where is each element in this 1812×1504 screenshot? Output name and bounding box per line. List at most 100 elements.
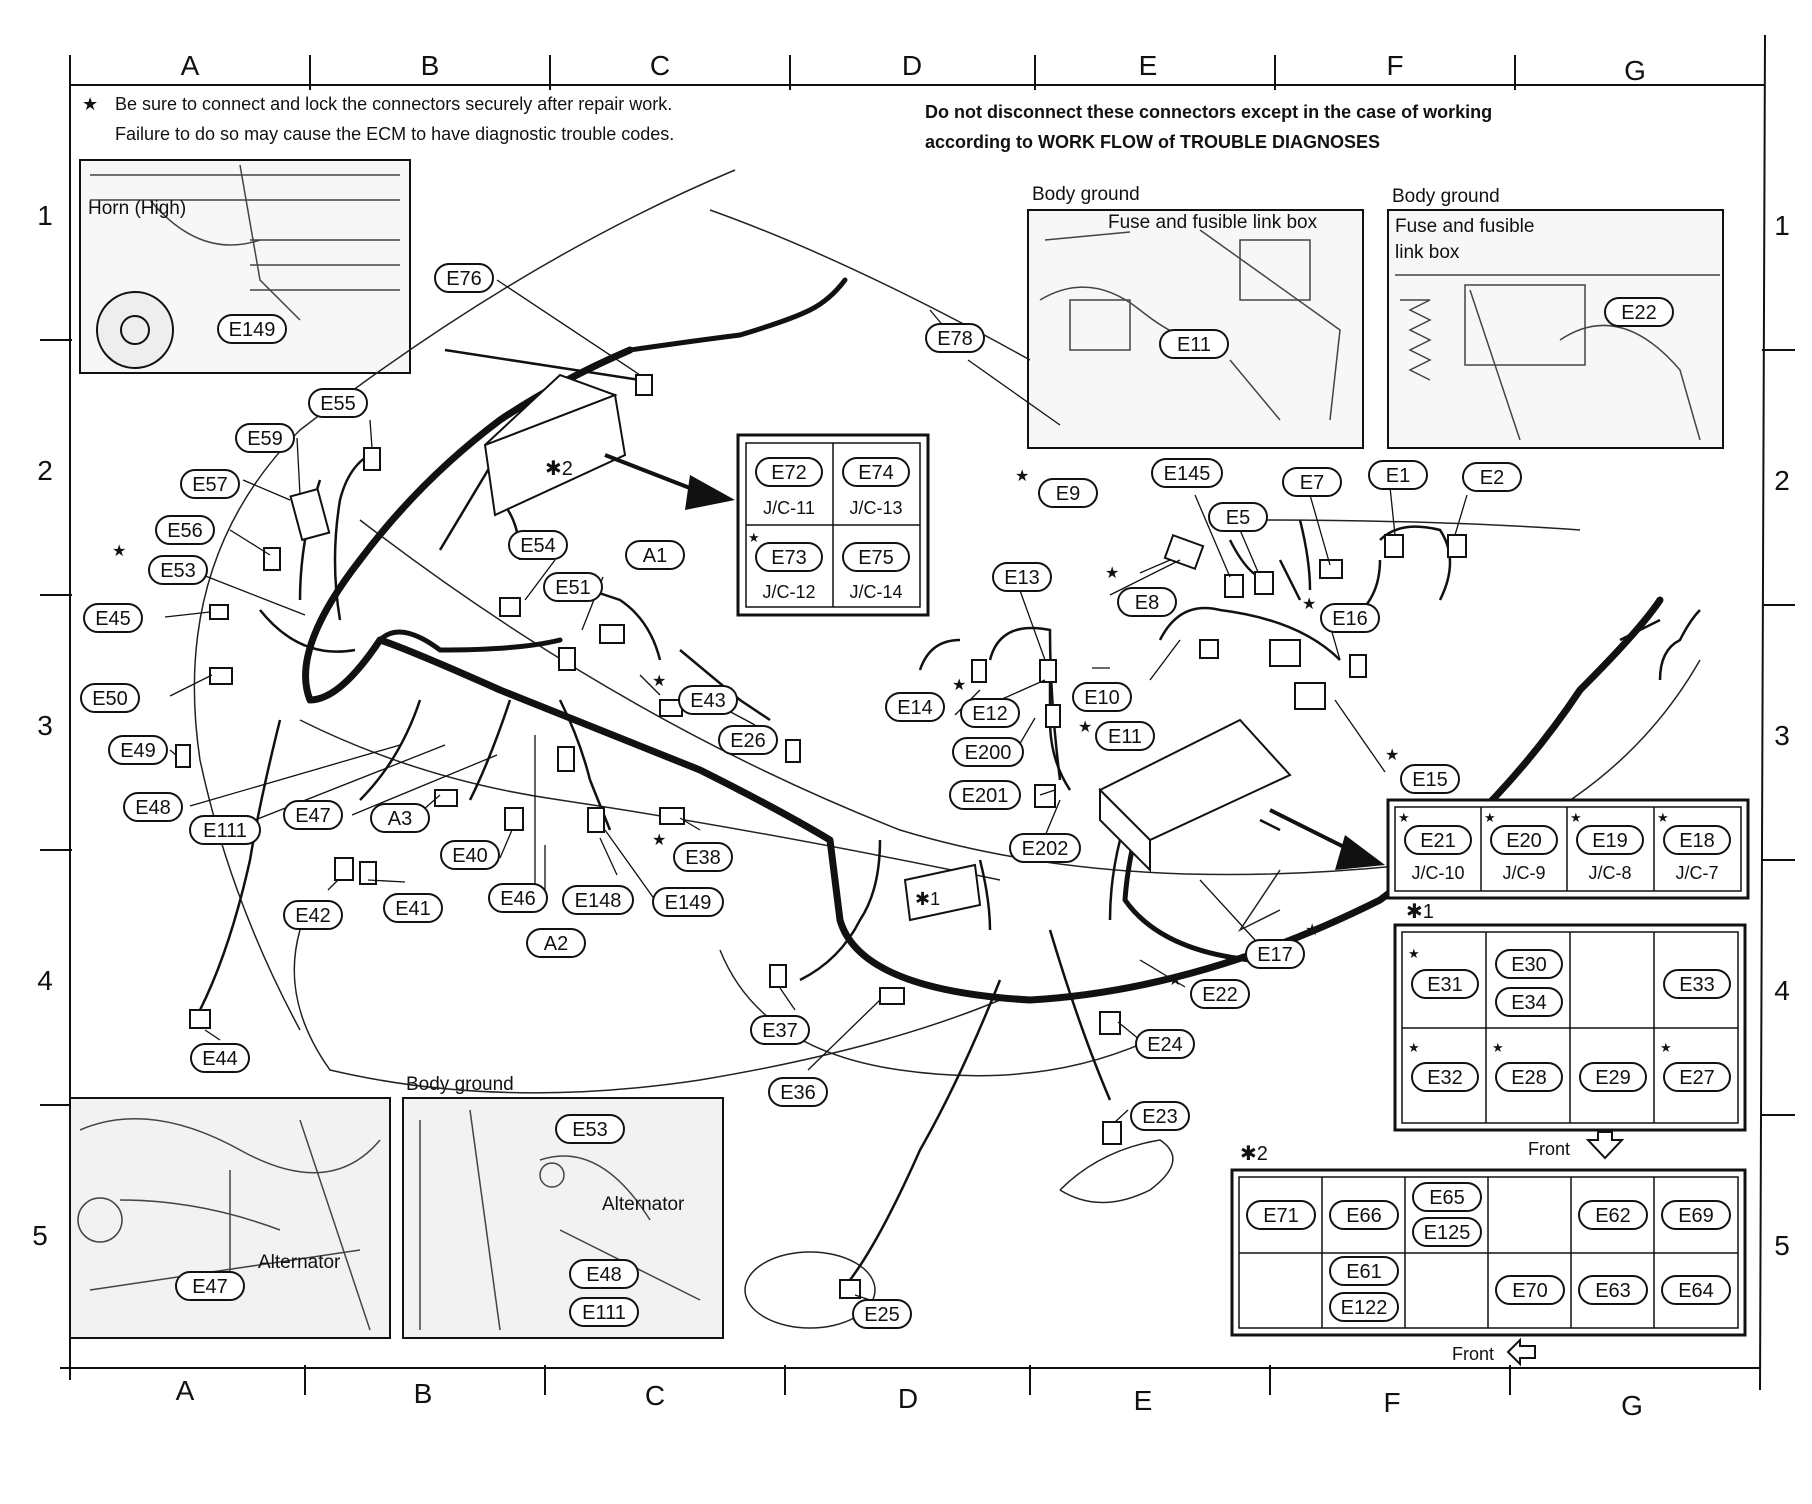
warning-line2: according to WORK FLOW of TROUBLE DIAGNO… (925, 132, 1380, 152)
connector-label: E59 (247, 428, 283, 450)
inset-horn: Horn (High) E149 (79, 159, 411, 374)
connector-callout (370, 803, 430, 833)
connector-callout (673, 842, 733, 872)
junction-box-jc11-14: E72 J/C-11 E74 J/C-13 ★ E73 J/C-12 E75 J… (736, 433, 930, 617)
connector-label: E14 (897, 697, 933, 719)
connector-callout (992, 562, 1052, 592)
front-label: Front (1528, 1139, 1570, 1159)
connector-plugs (175, 374, 1467, 1299)
star-icon: ★ (748, 530, 760, 545)
column-label-top: C (650, 50, 670, 81)
connector-label: E125 (1424, 1222, 1471, 1244)
connector-label: E29 (1595, 1067, 1631, 1089)
star-icon: ★ (82, 94, 98, 114)
connector-label: A2 (544, 933, 568, 955)
connector-label: E76 (446, 268, 482, 290)
row-label-left: 1 (37, 200, 53, 231)
connector-label: E78 (937, 328, 973, 350)
star-icon: ★ (1492, 1040, 1504, 1055)
connector-label: E73 (771, 547, 807, 569)
connector-label: E145 (1164, 463, 1211, 485)
star-note-line2: Failure to do so may cause the ECM to ha… (115, 124, 674, 144)
column-label-top: F (1386, 50, 1403, 81)
connector-callout (960, 698, 1020, 728)
star-icon: ★ (112, 543, 126, 560)
connector-callout (543, 572, 603, 602)
connector-label: E66 (1346, 1205, 1382, 1227)
connector-label: E43 (690, 690, 726, 712)
connector-labels: E76E78E55E59E57E56E53E45E50E49E48E111E47… (80, 263, 1522, 1329)
connector-label: E48 (135, 797, 171, 819)
connector-label: E24 (1147, 1034, 1183, 1056)
connector-callout (488, 883, 548, 913)
connector-label: E12 (972, 703, 1008, 725)
connector-label: E54 (520, 535, 556, 557)
star-icon: ★ (652, 832, 666, 849)
connector-callout (1368, 460, 1428, 490)
connector-label: E26 (730, 730, 766, 752)
connector-label: E56 (167, 520, 203, 542)
star-icon: ★ (1398, 810, 1410, 825)
connector-callout (925, 323, 985, 353)
junction-box-jc7-10: ★ ★ ★ ★ E21 J/C-10 E20 J/C-9 E19 J/C-8 E… (1386, 798, 1750, 900)
front-arrow-icon (1585, 1131, 1625, 1160)
column-label-top: B (421, 50, 440, 81)
connector-label: E74 (858, 462, 894, 484)
connector-label: E48 (586, 1264, 622, 1286)
row-label-left: 4 (37, 965, 53, 996)
column-label-bottom: E (1134, 1385, 1153, 1416)
star-icon: ★ (1570, 810, 1582, 825)
star-markers: ★ ★ ★ ★ ★ ★ ★ ★ ★ ★ ★ (112, 468, 1399, 989)
connector-callout (1462, 462, 1522, 492)
connector-label: E49 (120, 740, 156, 762)
connector-label: E37 (762, 1020, 798, 1042)
inset-label: Alternator (258, 1252, 341, 1273)
star-icon: ★ (652, 673, 666, 690)
connector-callout (750, 1015, 810, 1045)
connector-callout (180, 469, 240, 499)
connector-label: E27 (1679, 1067, 1715, 1089)
connector-callout (80, 683, 140, 713)
connector-label: E33 (1679, 974, 1715, 996)
inset-body-ground-3: Body ground Alternator E53 E48 E111 (402, 1074, 724, 1339)
connector-label: E148 (575, 890, 622, 912)
component-box-right (1098, 718, 1385, 873)
connector-callout (678, 685, 738, 715)
connector-label: E21 (1420, 830, 1456, 852)
jc-label: J/C-14 (849, 582, 902, 602)
connector-label: E17 (1257, 944, 1293, 966)
connector-callout (83, 603, 143, 633)
star-icon: ★ (1078, 719, 1092, 736)
connector-callout (155, 515, 215, 545)
star-icon: ★ (1408, 946, 1420, 961)
inset-label-line1: Fuse and fusible (1395, 216, 1534, 237)
connector-callout (1190, 979, 1250, 1009)
connector-label: E62 (1595, 1205, 1631, 1227)
connector-label: E75 (858, 547, 894, 569)
row-label-right: 1 (1774, 210, 1790, 241)
connector-label: E63 (1595, 1280, 1631, 1302)
connector-label: E44 (202, 1048, 238, 1070)
connector-callout (1095, 721, 1155, 751)
inset-label: Fuse and fusible link box (1108, 212, 1318, 233)
column-label-top: E (1139, 50, 1158, 81)
front-label: Front (1452, 1344, 1494, 1364)
front-arrow-icon (1506, 1337, 1536, 1367)
connector-callout (1135, 1029, 1195, 1059)
connector-label: E11 (1177, 334, 1211, 356)
column-label-top: A (181, 50, 200, 81)
connector-label: E38 (685, 847, 721, 869)
connector-callout (148, 555, 208, 585)
connector-callout (526, 928, 586, 958)
star-icon: ★ (1015, 468, 1029, 485)
connector-callout (383, 893, 443, 923)
jc-label: J/C-8 (1588, 863, 1631, 883)
connector-callout (308, 388, 368, 418)
grid-frame (40, 34, 1795, 1395)
column-label-bottom: F (1383, 1387, 1400, 1418)
warning-line1: Do not disconnect these connectors excep… (925, 102, 1492, 122)
connector-callout (1038, 478, 1098, 508)
star-icon: ★ (1484, 810, 1496, 825)
connector-label: E36 (780, 1082, 816, 1104)
connector-label: E8 (1135, 592, 1159, 614)
